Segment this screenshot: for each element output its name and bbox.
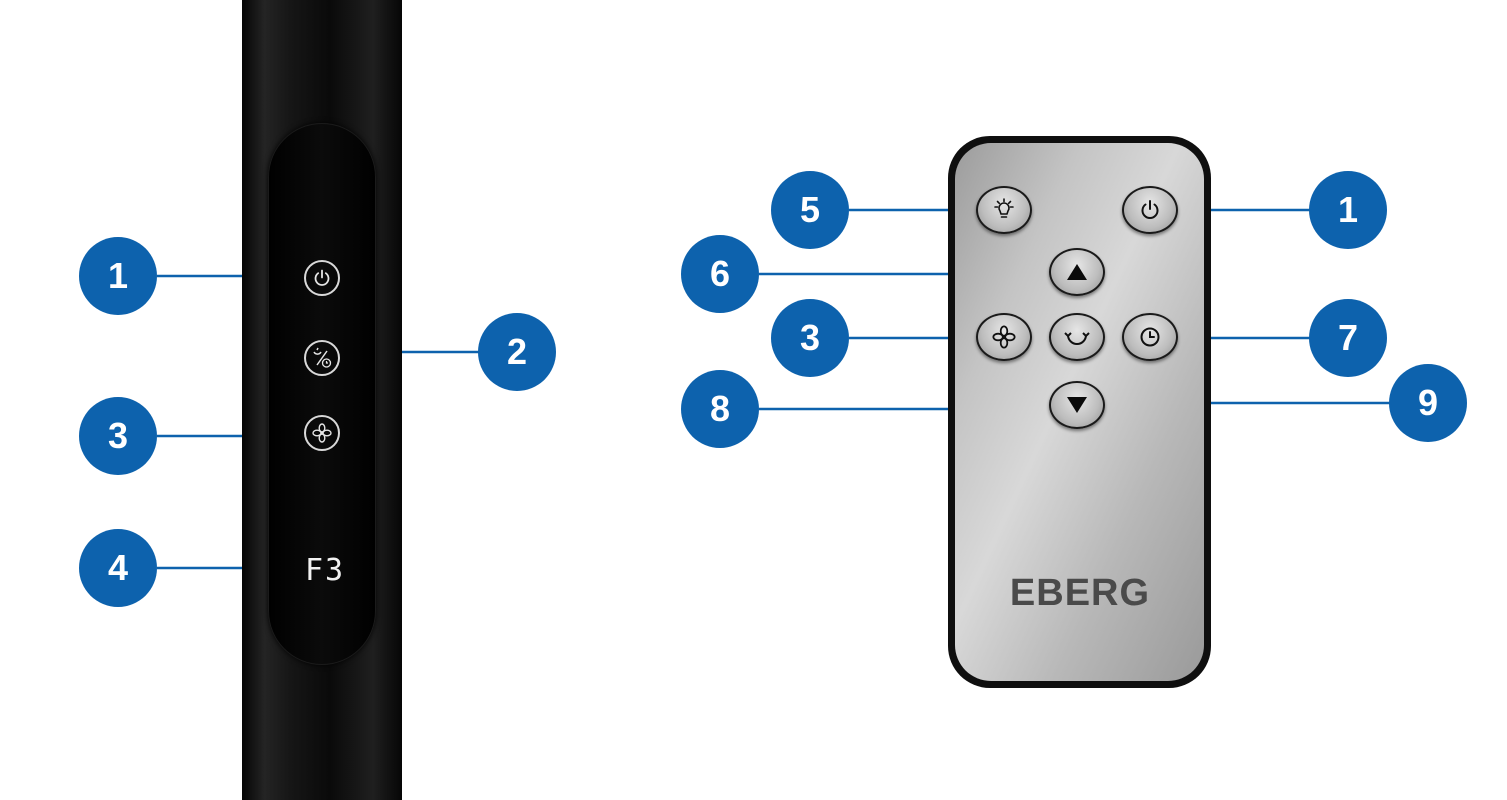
remote-down-button[interactable] [1049,381,1105,429]
tower-oscillation-timer-button[interactable] [304,340,340,376]
remote-light-button[interactable] [976,186,1032,234]
oscillation-icon [1064,332,1090,345]
callout-badge: 6 [681,235,759,313]
callout-badge: 1 [1309,171,1387,249]
arrow-up-icon [1067,264,1087,280]
remote-power-button[interactable] [1122,186,1178,234]
callout-badge: 5 [771,171,849,249]
remote-up-button[interactable] [1049,248,1105,296]
tower-control-panel [268,123,376,665]
tower-display: F3 [304,553,346,588]
callout-badge: 4 [79,529,157,607]
callout-badge: 9 [1389,364,1467,442]
fan-speed-icon [312,423,332,443]
fan-speed-icon [992,325,1016,349]
callout-badge: 3 [771,299,849,377]
oscillation-timer-icon [313,347,332,368]
power-icon [1141,200,1159,219]
remote-timer-button[interactable] [1122,313,1178,361]
remote-fan-speed-button[interactable] [976,313,1032,361]
remote-oscillation-button[interactable] [1049,313,1105,361]
remote-brand-logo: EBERG [1009,572,1151,614]
tower-power-button[interactable] [304,260,340,296]
timer-clock-icon [1140,327,1160,347]
callout-badge: 2 [478,313,556,391]
tower-fan-speed-button[interactable] [304,415,340,451]
callout-badge: 7 [1309,299,1387,377]
light-bulb-icon [994,198,1014,218]
callout-badge: 1 [79,237,157,315]
arrow-down-icon [1067,397,1087,413]
power-icon [314,269,330,286]
callout-badge: 3 [79,397,157,475]
callout-badge: 8 [681,370,759,448]
